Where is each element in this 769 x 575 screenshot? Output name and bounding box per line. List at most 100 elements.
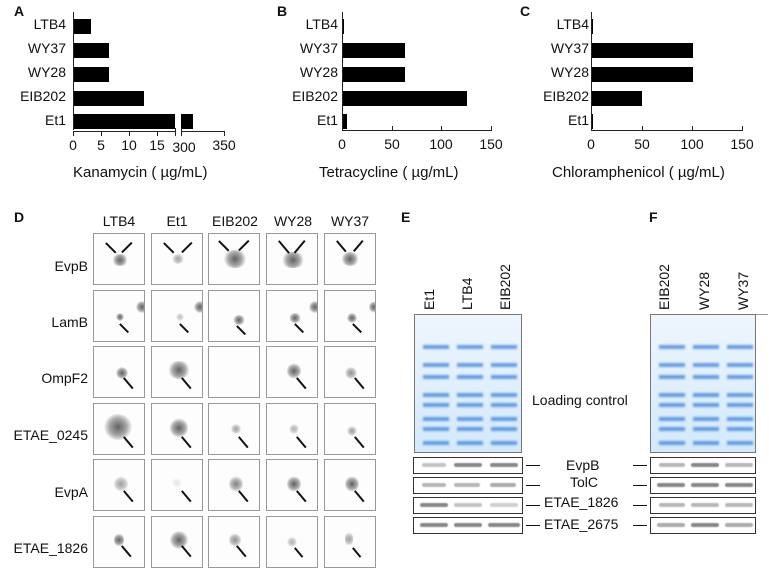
tick bbox=[342, 126, 343, 131]
gel-lane bbox=[491, 315, 517, 452]
category-label: LTB4 bbox=[33, 16, 66, 32]
arrow-left-icon bbox=[526, 485, 540, 486]
gel-lane bbox=[423, 315, 449, 452]
lane-label: LTB4 bbox=[459, 277, 475, 310]
gel-spot-cell bbox=[208, 290, 260, 342]
axis-break-mark bbox=[181, 128, 182, 136]
column-label: Et1 bbox=[166, 213, 188, 229]
x-axis-title: Tetracycline ( µg/mL) bbox=[319, 164, 459, 181]
lane-label: WY28 bbox=[696, 271, 712, 310]
lane-label: Et1 bbox=[421, 288, 437, 310]
tick-label: 5 bbox=[97, 137, 105, 153]
tick bbox=[129, 131, 130, 136]
category-label: EIB202 bbox=[543, 88, 589, 104]
arrow-left-icon bbox=[526, 525, 540, 526]
gel-lane bbox=[693, 315, 719, 452]
x-axis bbox=[591, 130, 743, 131]
tick bbox=[491, 126, 492, 131]
row-label: EvpA bbox=[54, 484, 88, 500]
row-label: ETAE_0245 bbox=[13, 427, 88, 443]
tick-label: 300 bbox=[172, 139, 196, 155]
bar-et1 bbox=[592, 114, 593, 129]
category-label: LTB4 bbox=[556, 16, 589, 32]
blot-strip-evpb bbox=[650, 457, 756, 474]
row-label: ETAE_1826 bbox=[13, 540, 88, 556]
blot-strip-evpb bbox=[413, 457, 523, 474]
panel-label-d: D bbox=[14, 209, 25, 225]
tick-label: 0 bbox=[69, 137, 77, 153]
row-label: OmpF2 bbox=[41, 370, 88, 386]
gel-spot-cell bbox=[93, 516, 145, 568]
arrow-right-icon bbox=[633, 485, 647, 486]
gel-spot-cell bbox=[151, 233, 203, 285]
bar-wy37 bbox=[74, 43, 109, 58]
arrow-left-icon bbox=[526, 505, 540, 506]
category-label: WY37 bbox=[550, 40, 589, 56]
tick-label: 15 bbox=[149, 137, 165, 153]
category-label: EIB202 bbox=[292, 88, 338, 104]
y-axis bbox=[342, 12, 343, 130]
panel-label-c: C bbox=[520, 3, 531, 19]
gel-spot-cell bbox=[266, 233, 318, 285]
column-label: EIB202 bbox=[212, 213, 258, 229]
blot-strip-etae-1826 bbox=[650, 497, 756, 514]
x-axis-segment-1 bbox=[73, 131, 175, 132]
row-label: LamB bbox=[51, 314, 88, 330]
gel-spot-cell bbox=[208, 516, 260, 568]
category-label: WY37 bbox=[299, 40, 338, 56]
bar-wy37 bbox=[343, 43, 405, 58]
bar-eib202 bbox=[343, 91, 467, 106]
column-label: WY28 bbox=[273, 213, 313, 229]
bar-wy37 bbox=[592, 43, 693, 58]
tick-label: 50 bbox=[634, 136, 650, 152]
gel-spot-cell bbox=[151, 346, 203, 398]
category-label: Et1 bbox=[316, 112, 338, 128]
tick bbox=[742, 126, 743, 131]
divider-line bbox=[754, 314, 768, 315]
tick-label: 0 bbox=[338, 136, 346, 152]
tick-label: 150 bbox=[479, 136, 503, 152]
bar-eib202 bbox=[592, 91, 642, 106]
panel-label-a: A bbox=[14, 3, 25, 19]
panel-label-b: B bbox=[277, 3, 288, 19]
band-label: EvpB bbox=[566, 457, 600, 473]
loading-control-label: Loading control bbox=[532, 392, 628, 408]
gel-spot-cell bbox=[93, 233, 145, 285]
blot-strip-tolc bbox=[650, 477, 756, 494]
gel-spot-cell bbox=[324, 516, 376, 568]
tick-label: 100 bbox=[429, 136, 453, 152]
lane-label: EIB202 bbox=[497, 264, 513, 310]
row-label: EvpB bbox=[54, 258, 88, 274]
bar-wy28 bbox=[343, 67, 405, 82]
y-axis bbox=[73, 12, 74, 130]
bar-et1-part1 bbox=[74, 114, 175, 129]
lane-label: WY37 bbox=[735, 271, 751, 310]
gel-spot-cell bbox=[266, 516, 318, 568]
gel-spot-cell bbox=[324, 459, 376, 511]
blot-strip-etae-2675 bbox=[413, 517, 523, 534]
arrow-left-icon bbox=[526, 465, 540, 466]
bar-ltb4 bbox=[592, 19, 593, 34]
gel-spot-cell bbox=[266, 290, 318, 342]
bar-et1 bbox=[343, 114, 347, 129]
tick bbox=[591, 126, 592, 131]
x-axis-title: Kanamycin ( µg/mL) bbox=[73, 164, 208, 181]
gel-spot-cell bbox=[324, 403, 376, 455]
category-label: WY28 bbox=[299, 64, 338, 80]
gel-spot-cell bbox=[208, 403, 260, 455]
gel-spot-cell bbox=[208, 346, 260, 398]
axis-break-mark bbox=[175, 128, 176, 136]
panel-label-e: E bbox=[401, 209, 411, 225]
gel-spot-cell bbox=[208, 233, 260, 285]
band-label: TolC bbox=[570, 474, 599, 490]
gel-spot-cell bbox=[93, 346, 145, 398]
gel-spot-cell bbox=[324, 346, 376, 398]
gel-spot-cell bbox=[324, 290, 376, 342]
gel-spot-cell bbox=[93, 290, 145, 342]
gel-spot-cell bbox=[93, 459, 145, 511]
arrow-right-icon bbox=[633, 505, 647, 506]
x-axis-segment-2 bbox=[181, 131, 225, 132]
bar-et1-part2 bbox=[181, 114, 193, 129]
tick-label: 50 bbox=[384, 136, 400, 152]
gel-spot-cell bbox=[266, 403, 318, 455]
